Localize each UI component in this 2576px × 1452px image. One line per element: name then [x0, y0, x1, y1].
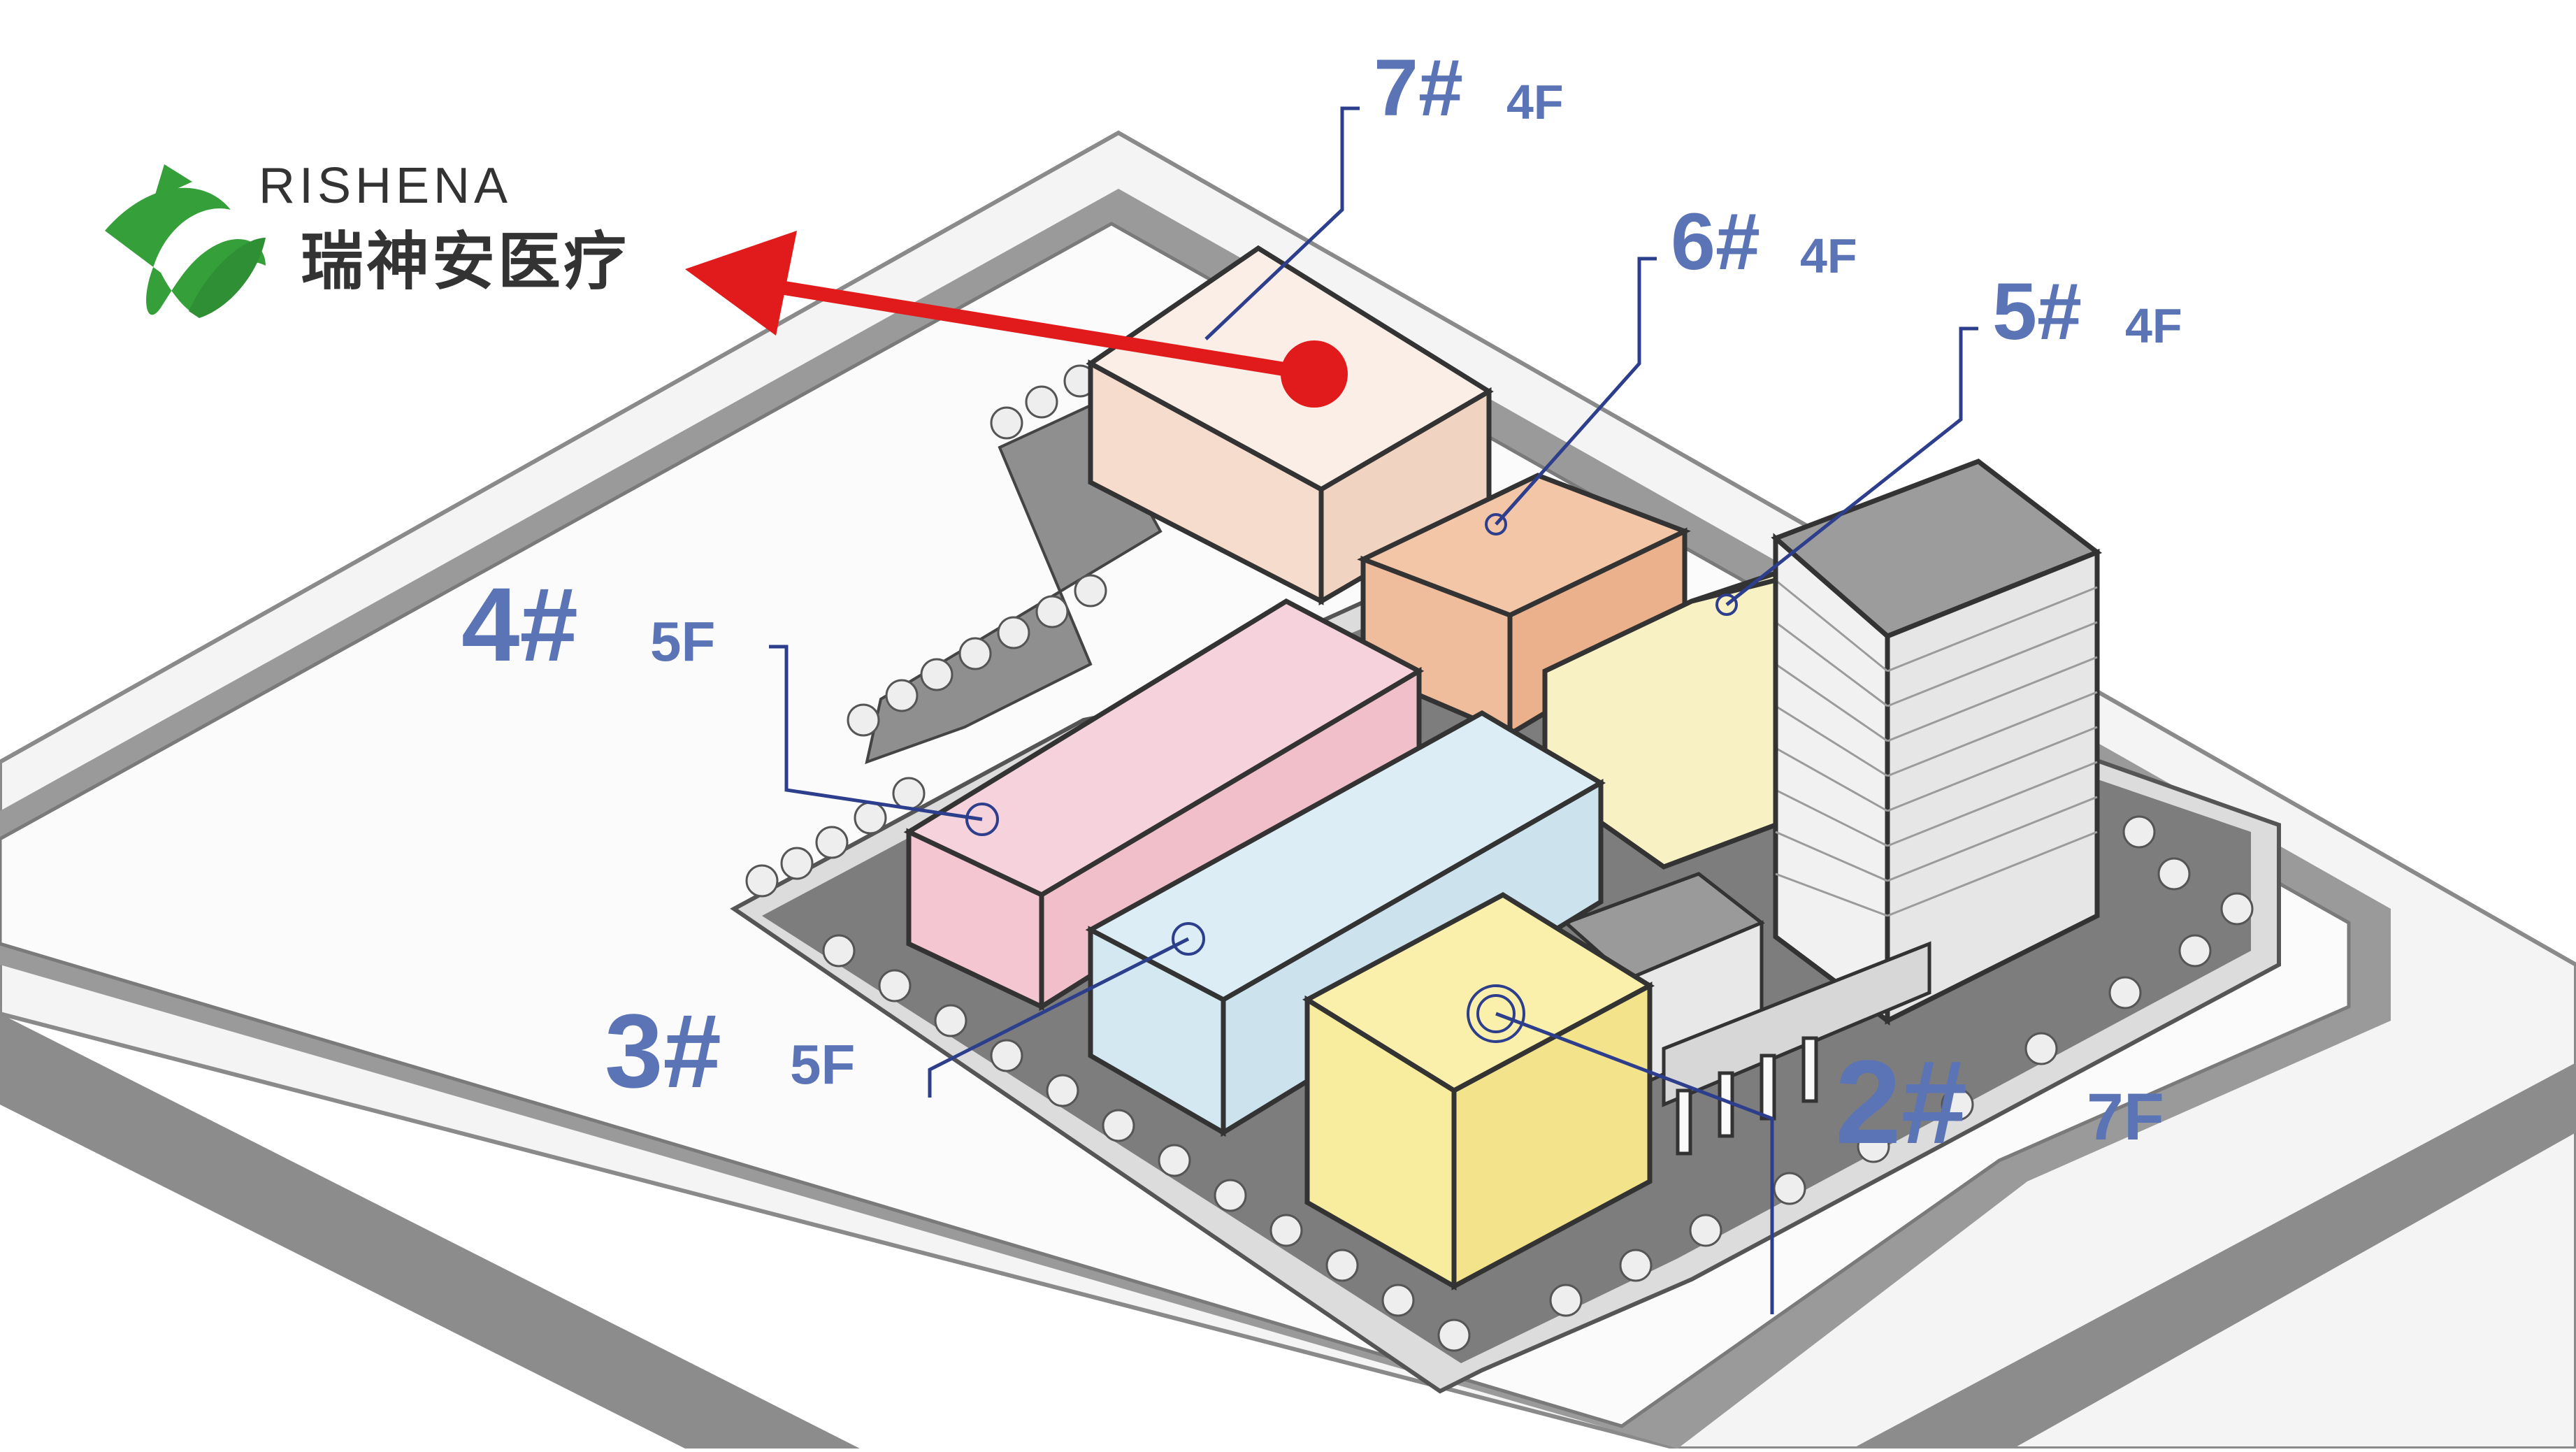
label-6: 6# 4F [1671, 197, 1857, 287]
brand-name-en: RISHENA [259, 158, 512, 214]
leader-line-7 [1204, 106, 1360, 340]
building-floors-4: 5F [650, 610, 715, 673]
building-number-5: 5# [1992, 267, 2082, 357]
label-2: 2# 7F [1835, 1036, 2164, 1169]
building-number-2: 2# [1835, 1036, 1967, 1169]
label-7: 7# 4F [1374, 43, 1564, 133]
building-number-7: 7# [1374, 43, 1463, 133]
label-5: 5# 4F [1992, 267, 2182, 357]
building-number-4: 4# [461, 566, 578, 683]
tower-building [1771, 459, 2103, 1026]
building-5 [1542, 570, 1778, 870]
building-floors-2: 7F [2087, 1080, 2164, 1154]
tower-floor-lines [1775, 579, 2098, 917]
leader-lines [769, 106, 1978, 1314]
building-number-6: 6# [1671, 197, 1760, 287]
building-floors-7: 4F [1506, 75, 1564, 129]
arrow-left-icon [685, 231, 1348, 408]
label-4: 4# 5F [461, 566, 715, 683]
building-number-3: 3# [605, 992, 721, 1109]
pillars [1676, 1036, 1818, 1156]
brand-name-cn: 瑞神安医疗 [301, 225, 629, 299]
leader-line-4 [769, 645, 983, 821]
label-3: 3# 5F [605, 992, 855, 1109]
building-floors-6: 4F [1800, 229, 1857, 283]
connector-block [1562, 872, 1931, 1107]
leaf-logo-icon [105, 164, 266, 318]
leader-line-6 [1495, 257, 1657, 526]
target-markers [965, 513, 1738, 1043]
building-floors-3: 5F [790, 1033, 855, 1095]
leader-line-3 [928, 937, 1190, 1098]
leader-line-5 [1725, 326, 1978, 606]
leader-line-2 [1495, 1012, 1774, 1314]
building-floors-5: 4F [2125, 299, 2182, 353]
